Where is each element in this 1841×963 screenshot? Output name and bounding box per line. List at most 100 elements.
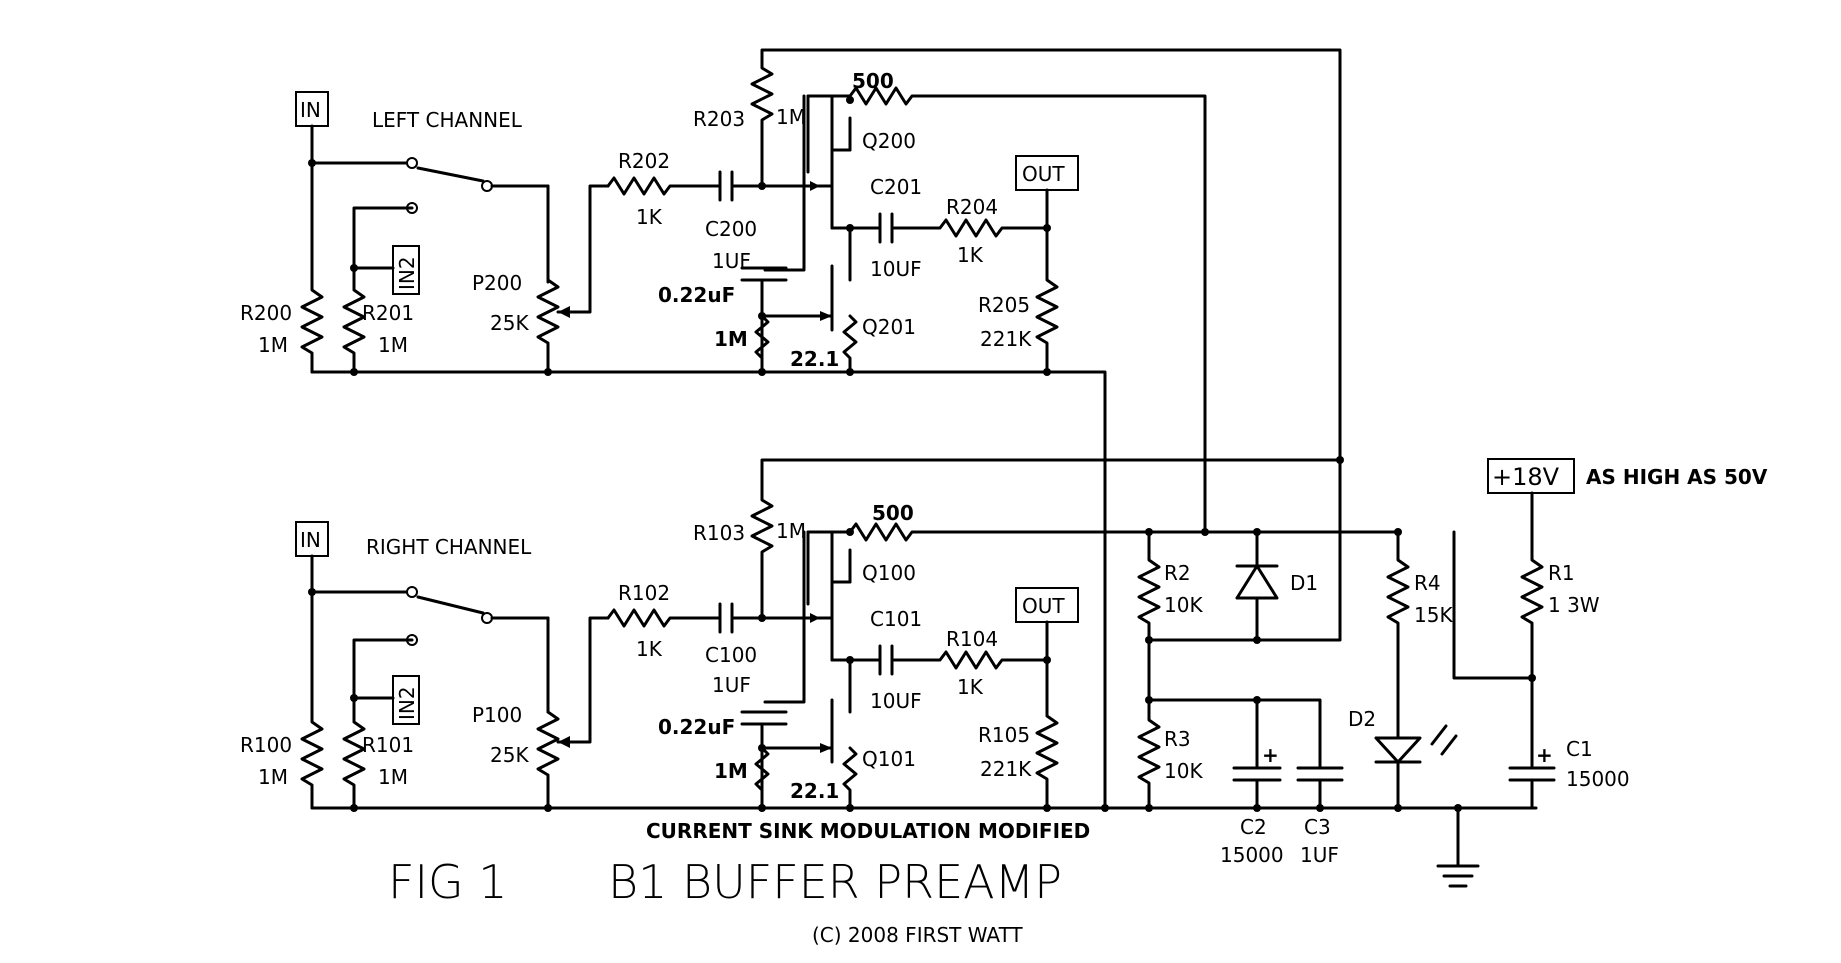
left-r201-value: 1M [378,333,408,357]
left-p200-potentiometer [536,184,560,374]
psu-r4-label: R4 [1414,571,1441,595]
right-r105-resistor [1035,620,1059,810]
psu-d1-label: D1 [1290,571,1318,595]
left-switch-arm [416,166,485,183]
left-cap022-value: 0.22uF [658,283,735,307]
left-r200-value: 1M [258,333,288,357]
left-r200-resistor [300,161,324,374]
left-p200-value: 25K [490,311,529,335]
psu-c1-capacitor [1508,766,1556,810]
psu-c1-value: 15000 [1566,767,1630,791]
psu-r1-label: R1 [1548,561,1575,585]
left-r500-value: 500 [852,69,894,93]
right-in-label: IN [300,528,321,552]
psu-c2-value: 15000 [1220,843,1284,867]
psu-r1-value: 1 3W [1548,593,1600,617]
right-r102-resistor [606,608,722,628]
right-q100-label: Q100 [862,561,916,585]
psu-r4-resistor [1386,530,1410,740]
left-in2-label: IN2 [395,256,419,290]
right-p100-potentiometer [536,616,560,810]
psu-c3-label: C3 [1304,815,1331,839]
right-c100-label: C100 [705,643,757,667]
ground-icon [1436,806,1480,888]
psu-r3-value: 10K [1164,759,1203,783]
psu-c2-capacitor [1232,766,1282,810]
psu-r4-value: 15K [1414,603,1453,627]
psu-r3-resistor [1137,638,1161,810]
right-r103-value: 1M [776,519,806,543]
modified-note: CURRENT SINK MODULATION MODIFIED [646,819,1090,843]
right-r1m-value: 1M [714,759,748,783]
right-channel-circuit: IN RIGHT CHANNEL IN2 R100 1M R101 1M P10… [240,456,1538,812]
supply-label: +18V [1492,463,1560,491]
left-p200-label: P200 [472,271,522,295]
right-r100-label: R100 [240,733,292,757]
psu-d2-label: D2 [1348,707,1376,731]
right-q100-transistor [806,530,834,662]
right-c101-label: C101 [870,607,922,631]
psu-d2-led [1374,736,1422,810]
left-r203-label: R203 [693,107,745,131]
right-q101-label: Q101 [862,747,916,771]
right-in2-label: IN2 [395,686,419,720]
left-r202-value: 1K [636,205,663,229]
left-r203-resistor [750,48,1342,462]
right-r101-label: R101 [362,733,414,757]
right-switch-contact-1 [406,586,418,598]
right-r221-value: 22.1 [790,779,839,803]
right-channel-label: RIGHT CHANNEL [366,535,532,559]
right-r101-resistor [342,696,366,810]
psu-c2-label: C2 [1240,815,1267,839]
left-in2-connector [392,245,420,295]
right-switch-arm [416,595,485,615]
right-c100-value: 1UF [712,673,751,697]
right-q101-transistor [830,658,852,764]
power-supply-circuit: R2 10K D1 R3 10K + C2 15000 C3 1UF R4 15… [1137,458,1768,888]
psu-c3-value: 1UF [1300,843,1339,867]
psu-c1-label: C1 [1566,737,1593,761]
left-r203-value: 1M [776,105,806,129]
fig-label: FIG 1 [388,855,508,909]
left-r200-label: R200 [240,301,292,325]
left-r205-label: R205 [978,293,1030,317]
right-r104-value: 1K [957,675,984,699]
psu-r2-resistor [1137,530,1161,702]
left-r201-resistor [342,266,366,374]
left-channel-label: LEFT CHANNEL [372,108,523,132]
left-switch-contact-1 [406,157,418,169]
right-r500-value: 500 [872,501,914,525]
left-r201-label: R201 [362,301,414,325]
right-r103-label: R103 [693,521,745,545]
led-light-icon [1430,724,1458,756]
copyright: (C) 2008 FIRST WATT [812,923,1023,947]
psu-r3-label: R3 [1164,727,1191,751]
right-r103-resistor [750,458,1342,620]
right-p100-value: 25K [490,743,529,767]
psu-r2-value: 10K [1164,593,1203,617]
right-in2-connector [392,675,420,725]
left-in-label: IN [300,98,321,122]
right-out-label: OUT [1022,594,1065,618]
left-r202-resistor [606,176,722,196]
right-r102-value: 1K [636,637,663,661]
psu-c2-plus: + [1262,743,1279,767]
psu-c1-plus: + [1536,743,1553,767]
right-r105-label: R105 [978,723,1030,747]
left-r204-value: 1K [957,243,984,267]
psu-r1-resistor [1520,491,1544,768]
right-r100-value: 1M [258,765,288,789]
left-r204-label: R204 [946,195,998,219]
left-q201-transistor [830,226,852,332]
psu-d1-diode [1235,530,1279,642]
left-q201-label: Q201 [862,315,916,339]
right-r102-label: R102 [618,581,670,605]
right-c100-capacitor [718,602,734,634]
left-c200-capacitor [718,170,734,202]
left-out-label: OUT [1022,162,1065,186]
psu-r2-label: R2 [1164,561,1191,585]
right-r101-value: 1M [378,765,408,789]
supply-note: AS HIGH AS 50V [1586,465,1768,489]
right-r100-resistor [300,590,324,810]
